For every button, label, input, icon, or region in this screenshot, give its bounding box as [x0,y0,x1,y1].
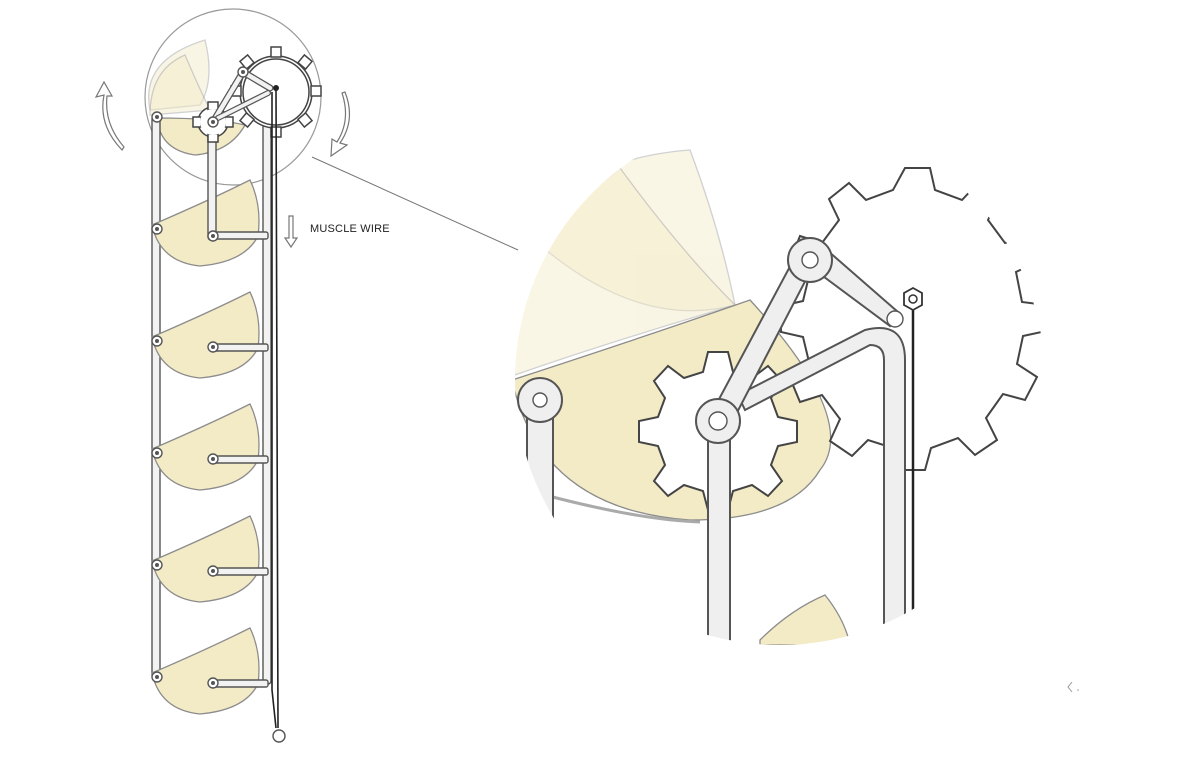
leaf-stack [151,179,260,715]
zoom-leader-line [311,156,519,251]
muscle-wire-label: MUSCLE WIRE [310,223,390,235]
leaf [151,627,260,715]
assembly-overview: MUSCLE WIRE [94,8,390,743]
linkage-zoom [695,237,904,444]
leaf [151,403,260,491]
pins-left [151,111,163,683]
right-rail [262,91,272,685]
wire-anchor-bottom [272,729,286,743]
wire-anchor-top [273,85,279,91]
corner-mark [1067,681,1079,693]
ghost-leaves [148,39,212,116]
leaf [151,179,260,267]
pins-inner [207,66,249,689]
leaf [151,515,260,603]
leaf-lower-zoom [759,594,851,645]
zoom-detail [515,149,1045,645]
left-rail [151,115,161,679]
curved-arrow-up-icon [94,80,125,151]
center-link-zoom [707,419,731,645]
muscle-wire [275,87,279,729]
curved-arrow-down-icon [330,91,351,158]
down-arrow-icon [283,215,299,249]
hex-nut-zoom [903,286,923,312]
leaf [151,291,260,379]
magnifier-circle [144,8,322,186]
